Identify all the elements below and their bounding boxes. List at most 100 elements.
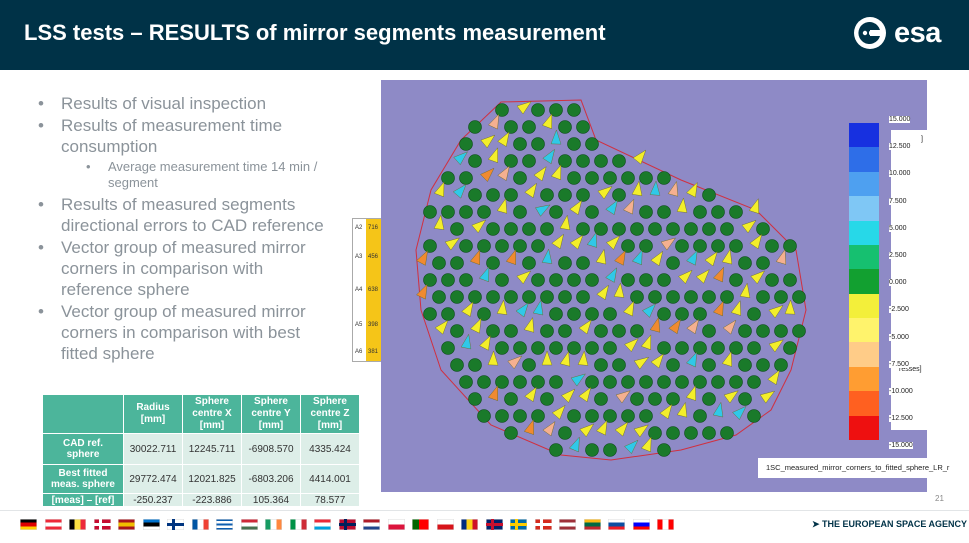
error-vector-arrow <box>632 249 643 266</box>
measurement-sphere <box>693 239 707 253</box>
measurement-sphere <box>504 120 518 134</box>
measurement-sphere <box>648 290 662 304</box>
flag-gb-icon <box>485 519 503 530</box>
plot-background <box>381 80 927 492</box>
measurement-sphere <box>522 120 536 134</box>
error-vector-arrow <box>569 234 584 250</box>
measurement-sphere <box>621 239 635 253</box>
color-scale-segment <box>849 171 879 197</box>
measurement-sphere <box>432 290 446 304</box>
measurement-sphere <box>594 358 608 372</box>
measurement-sphere <box>432 256 446 270</box>
color-scale-tick-label: -7.500 <box>889 360 909 368</box>
side-label-value: 381 <box>368 349 379 355</box>
table-row: CAD ref. sphere 30022.711 12245.711 -690… <box>42 433 360 465</box>
error-vector-arrow <box>768 305 784 319</box>
measurement-sphere <box>513 137 527 151</box>
measurement-sphere <box>639 273 653 287</box>
error-vector-arrow <box>759 390 776 404</box>
measurement-sphere <box>450 324 464 338</box>
color-scale-segment <box>849 293 879 319</box>
measurement-sphere <box>495 409 509 423</box>
measurement-sphere <box>630 392 644 406</box>
error-vector-arrow <box>516 101 532 115</box>
flag-dk-icon <box>93 519 111 530</box>
measurement-sphere <box>486 256 500 270</box>
color-scale <box>849 123 879 441</box>
error-vector-arrow <box>712 401 724 418</box>
measurement-sphere <box>549 341 563 355</box>
measurement-sphere <box>729 239 743 253</box>
color-scale-segment <box>849 196 879 222</box>
flag-se-icon <box>510 519 527 530</box>
measurement-sphere <box>666 358 680 372</box>
side-label-strip: A2 716 A3 456 A4 638 A5 398 A6 381 <box>352 218 382 362</box>
measurement-sphere <box>459 171 473 185</box>
measurement-sphere <box>792 290 806 304</box>
measurement-sphere <box>585 137 599 151</box>
error-vector-arrow <box>605 267 618 283</box>
error-vector-arrow <box>605 199 618 216</box>
esa-emblem-icon <box>854 17 886 49</box>
measurement-sphere <box>729 341 743 355</box>
error-vector-arrow <box>632 149 647 165</box>
measurement-sphere <box>621 375 635 389</box>
color-scale-segment <box>849 415 879 441</box>
measurement-sphere <box>567 341 581 355</box>
measurement-sphere <box>603 341 617 355</box>
error-vector-arrow <box>561 388 576 403</box>
error-vector-arrow <box>586 232 597 248</box>
measurement-sphere <box>693 375 707 389</box>
error-vector-arrow <box>523 316 535 333</box>
measurement-sphere <box>423 273 437 287</box>
measurement-sphere <box>468 120 482 134</box>
flag-lv-icon <box>559 519 576 530</box>
measurement-sphere <box>549 375 563 389</box>
table-header-cell: Sphere centre Z [mm] <box>300 394 360 434</box>
error-vector-arrow <box>741 219 757 234</box>
measurement-sphere <box>702 358 716 372</box>
measurement-sphere <box>702 290 716 304</box>
measurement-sphere <box>459 239 473 253</box>
flag-es-icon <box>118 519 135 530</box>
measurement-sphere <box>549 273 563 287</box>
sub-bullet-item: Average measurement time 14 min / segmen… <box>36 159 336 191</box>
page-number: 21 <box>935 494 944 503</box>
measurement-sphere <box>738 324 752 338</box>
measurement-sphere <box>558 188 572 202</box>
bullet-item: Results of measured segments directional… <box>36 194 336 236</box>
table-cell: 12245.711 <box>182 433 242 465</box>
table-cell: 4414.001 <box>300 464 360 494</box>
error-vector-arrow <box>678 269 693 284</box>
measurement-sphere <box>657 375 671 389</box>
measurement-sphere <box>747 409 761 423</box>
error-vector-arrow <box>535 204 551 217</box>
measurement-sphere <box>441 171 455 185</box>
side-label-value: 716 <box>368 225 379 231</box>
row-header-cell: CAD ref. sphere <box>42 433 124 465</box>
table-cell: -250.237 <box>123 493 183 507</box>
measurement-sphere <box>477 239 491 253</box>
measurement-sphere <box>558 426 572 440</box>
measurement-sphere <box>450 256 464 270</box>
color-scale-tick-label: 12.500 <box>889 143 911 151</box>
measurement-sphere <box>720 222 734 236</box>
measurement-sphere <box>540 188 554 202</box>
flag-ch-icon <box>534 519 552 530</box>
side-label-value: 456 <box>368 254 379 260</box>
error-vector-arrow <box>767 369 780 385</box>
panel-text: resses] <box>899 366 922 373</box>
bullet-list: Results of visual inspection Results of … <box>36 93 336 365</box>
measurement-sphere <box>531 103 545 117</box>
measurement-sphere <box>594 392 608 406</box>
measurement-sphere <box>495 103 509 117</box>
error-vector-arrow <box>444 237 460 251</box>
table-cell: 29772.474 <box>123 464 183 494</box>
measurement-sphere <box>675 375 689 389</box>
esa-logo: esa <box>852 15 941 51</box>
error-vector-arrow <box>721 248 733 265</box>
error-vector-arrow <box>478 266 490 283</box>
measurement-sphere <box>747 341 761 355</box>
flag-de-icon <box>20 519 37 530</box>
error-vector-arrow <box>479 335 491 351</box>
